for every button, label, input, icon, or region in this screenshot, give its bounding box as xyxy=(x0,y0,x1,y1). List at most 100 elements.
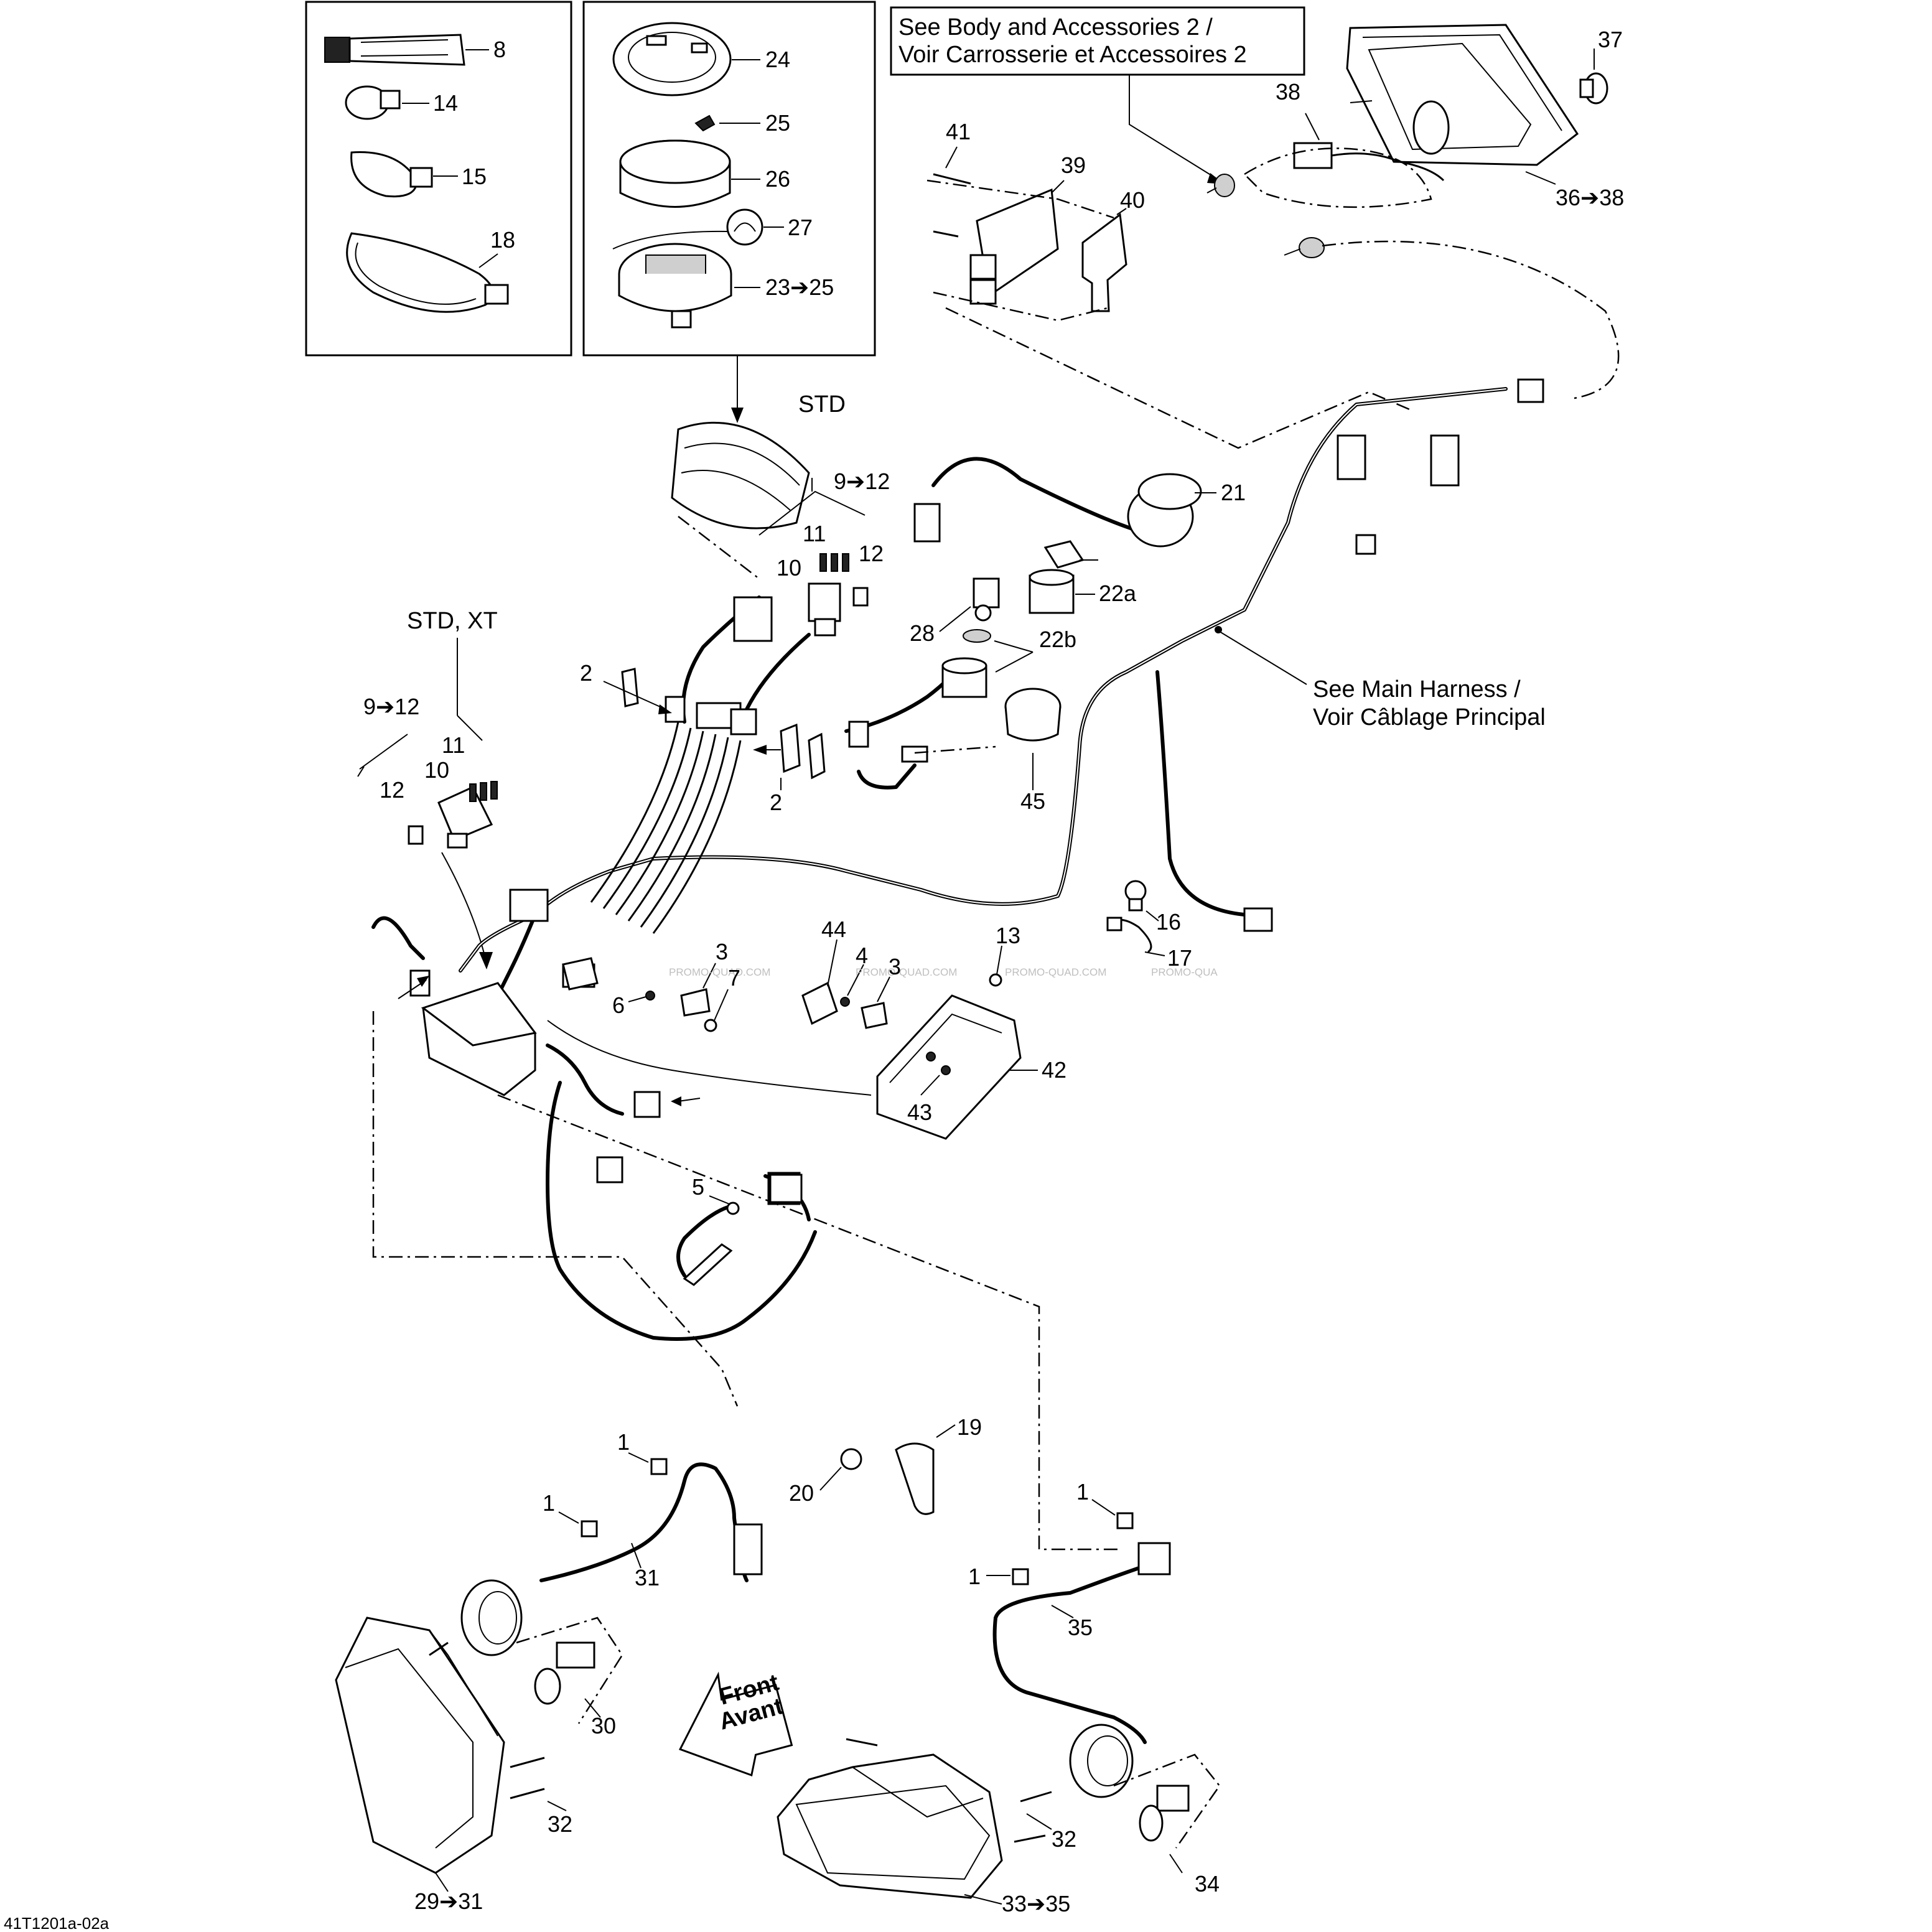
harness-connector xyxy=(733,596,773,642)
ignition-key-icon xyxy=(973,577,1000,622)
std-xt-label: STD, XT xyxy=(407,608,498,634)
callout-32-left: 32 xyxy=(548,1811,572,1837)
headlight-bulb-30-icon xyxy=(534,1641,595,1705)
callout-26: 26 xyxy=(765,166,790,192)
harness-connector xyxy=(913,503,941,543)
connector-10-left-icon xyxy=(437,786,493,849)
callout-25: 25 xyxy=(765,110,790,136)
harness-connector xyxy=(1243,907,1273,932)
watermark: PROMO-QUAD.COM xyxy=(1005,966,1106,978)
callout-34: 34 xyxy=(1195,1871,1220,1897)
callout-22b: 22b xyxy=(1039,627,1076,652)
callout-45: 45 xyxy=(1020,788,1045,814)
connector-10-upper-icon xyxy=(808,582,841,637)
figure-code: 41T1201a-02a xyxy=(4,1914,110,1932)
harness-connector xyxy=(730,708,757,735)
callout-1-c: 1 xyxy=(1076,1479,1089,1505)
taillight-assembly-icon xyxy=(1346,24,1579,166)
headlight-harness-31 xyxy=(460,1462,763,1656)
medium-clamp-icon xyxy=(350,151,433,198)
callout-19: 19 xyxy=(957,1414,982,1440)
screw-32-left-icon xyxy=(510,1757,545,1799)
screw-32-right-icon xyxy=(846,1738,1052,1843)
terminals-11-upper-icon xyxy=(819,553,849,572)
callout-7: 7 xyxy=(728,965,740,991)
fuse-box-icon xyxy=(409,969,537,1096)
callout-3-right: 3 xyxy=(889,954,901,979)
body-ref-line2: Voir Carrosserie et Accessoires 2 xyxy=(898,42,1247,68)
harness-connector xyxy=(633,1091,661,1118)
callout-11-left: 11 xyxy=(442,732,465,758)
harness-connector xyxy=(596,1156,623,1183)
callout-24: 24 xyxy=(765,47,790,72)
terminals-11-left-icon xyxy=(469,781,498,802)
callout-11-upper: 11 xyxy=(803,521,826,546)
callout-1-b: 1 xyxy=(543,1490,555,1516)
callout-5: 5 xyxy=(692,1174,704,1200)
watermark: PROMO-QUAD.COM xyxy=(856,966,957,978)
callout-30: 30 xyxy=(591,1713,616,1738)
harness-connector xyxy=(509,889,549,922)
seal-12-left-icon xyxy=(408,825,424,845)
cable-tie-17-icon xyxy=(1106,917,1152,953)
callout-12-upper: 12 xyxy=(859,541,884,566)
gauge-dial-icon xyxy=(726,208,763,246)
installed-gauge-icon xyxy=(671,421,810,530)
callout-6: 6 xyxy=(612,992,625,1018)
callout-16: 16 xyxy=(1156,909,1181,935)
harness-connector xyxy=(1430,434,1460,487)
callout-38: 38 xyxy=(1276,79,1300,105)
callout-labels: 8 14 15 18 24 25 26 27 23➔25 37 38 36➔38… xyxy=(414,27,1624,1916)
main-harness-line1: See Main Harness / xyxy=(1313,676,1521,702)
mounting-bracket-icon xyxy=(1081,213,1127,312)
callout-14: 14 xyxy=(433,90,458,116)
callout-35: 35 xyxy=(1068,1615,1093,1640)
inset-box-gauge xyxy=(582,1,876,357)
sensor-5-icon xyxy=(683,1174,803,1286)
callout-32-right: 32 xyxy=(1052,1826,1076,1852)
headlight-bulb-34-icon xyxy=(1139,1785,1190,1842)
front-direction-arrow: Front Avant xyxy=(678,1669,793,1777)
control-module-icon xyxy=(969,188,1059,305)
callout-33-35: 33➔35 xyxy=(1002,1891,1070,1916)
gauge-assembly-icon xyxy=(618,243,732,329)
switch-22b-icon xyxy=(941,629,991,698)
callout-9-12-left: 9➔12 xyxy=(363,694,419,719)
callout-27: 27 xyxy=(788,215,813,240)
gauge-bezel-icon xyxy=(612,22,732,96)
callout-3-left: 3 xyxy=(716,939,728,964)
connector-near-6-icon xyxy=(562,957,599,991)
bulb-37-icon xyxy=(1579,72,1608,105)
std-label-upper: STD xyxy=(798,391,846,418)
callout-12-left: 12 xyxy=(380,777,404,803)
connector-44-icon xyxy=(801,981,838,1025)
retainer-clip-icon xyxy=(581,1458,668,1538)
retainer-clip-icon xyxy=(1012,1512,1134,1585)
callout-2-left: 2 xyxy=(580,660,592,686)
callout-10-left: 10 xyxy=(424,757,449,783)
callout-37: 37 xyxy=(1598,27,1623,52)
right-headlight-icon xyxy=(777,1753,1003,1899)
callout-1-a: 1 xyxy=(617,1429,630,1455)
harness-connector xyxy=(665,696,686,723)
callout-31: 31 xyxy=(635,1565,660,1590)
callout-2-right: 2 xyxy=(770,790,782,815)
plate-3-icon xyxy=(680,988,888,1029)
fastener-43-icon xyxy=(926,1052,951,1075)
harness-connector xyxy=(1355,534,1376,555)
callout-13: 13 xyxy=(996,923,1020,948)
callout-1-d: 1 xyxy=(968,1564,981,1589)
callout-23-25: 23➔25 xyxy=(765,274,834,300)
callout-43: 43 xyxy=(907,1099,932,1125)
long-strap-icon xyxy=(346,232,509,313)
grease-tube-icon xyxy=(324,34,465,66)
inset-box-fasteners xyxy=(305,1,572,357)
callout-44: 44 xyxy=(821,917,846,942)
body-accessories-reference: See Body and Accessories 2 / Voir Carros… xyxy=(890,6,1305,76)
washer-7-icon xyxy=(704,973,1002,1032)
taillight-connector-icon xyxy=(1293,142,1333,169)
callout-42: 42 xyxy=(1042,1057,1066,1083)
strap-19-icon xyxy=(895,1442,935,1515)
retainer-clip-icon xyxy=(694,114,716,132)
